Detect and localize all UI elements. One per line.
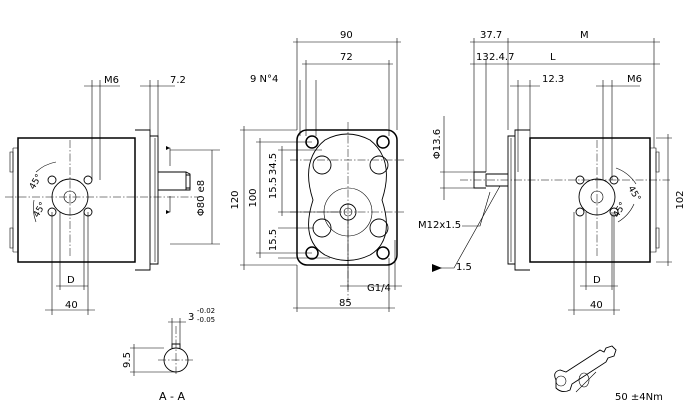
front-flange-view [240,38,404,312]
right-dim-d13-6: Φ13.6 [432,129,443,159]
section-a-a [130,318,194,376]
center-dim-34-5: 34.5 [268,153,279,175]
right-dim-2-47: 2.4.7 [489,52,514,63]
right-dim-m6: M6 [627,74,642,85]
center-dim-15-5-b: 15.5 [268,229,279,251]
right-dim-102: 102 [675,190,686,209]
torque-note: 50 ±4Nm [615,392,663,403]
section-tol-lower: -0.05 [197,316,215,324]
left-dim-d: D [67,275,75,286]
center-dim-holes: 9 N°4 [250,74,278,85]
center-dim-90: 90 [340,30,353,41]
left-side-view [5,80,220,315]
right-dim-40: 40 [590,300,603,311]
right-side-view [432,38,672,315]
section-dim-9-5: 9.5 [122,352,133,368]
center-dim-85: 85 [339,298,352,309]
right-dim-37-7: 37.7 [480,30,502,41]
right-dim-12-3: 12.3 [542,74,564,85]
right-dim-d: D [593,275,601,286]
left-dim-angle-top: 45° [28,173,45,192]
section-label: A - A [159,390,185,403]
center-dim-72: 72 [340,52,353,63]
section-dim-key: 3 [188,312,194,323]
torque-wrench-icon [554,345,617,393]
center-dim-100: 100 [248,188,259,207]
right-dim-angle-top: 45° [625,185,642,204]
right-dim-l: L [550,52,556,63]
left-dim-shaft-dia: Φ80 e8 [196,180,207,216]
left-dim-7-2: 7.2 [170,75,186,86]
right-dim-13: 13 [476,52,489,63]
right-dim-1-5: 1.5 [456,262,472,273]
left-dim-40: 40 [65,300,78,311]
center-dim-15-5-a: 15.5 [268,177,279,199]
center-dim-120: 120 [230,190,241,209]
right-dim-m: M [580,30,589,41]
section-tol-upper: -0.02 [197,307,215,315]
right-dim-angle-left: 45° [612,201,629,220]
left-dim-angle-left: 45° [32,201,49,220]
left-dim-m6: M6 [104,75,119,86]
center-dim-g14: G1/4 [367,283,391,294]
right-dim-m12: M12x1.5 [418,220,461,231]
